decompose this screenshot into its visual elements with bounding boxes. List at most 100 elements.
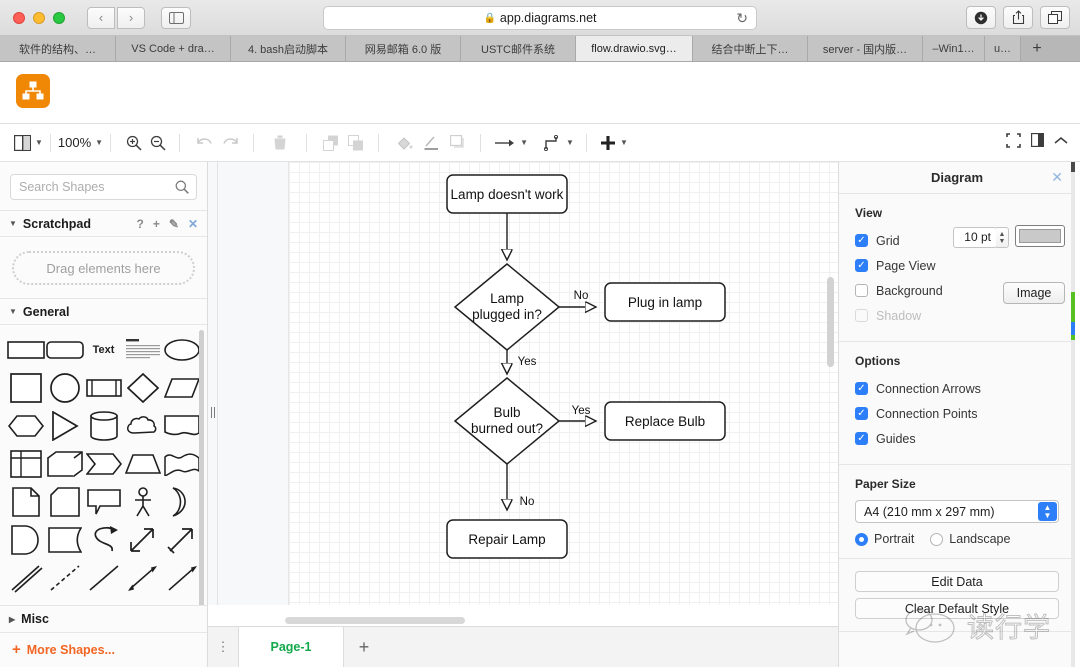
collapse-chevron-icon[interactable] (1054, 134, 1068, 152)
minimize-window-button[interactable] (33, 11, 45, 24)
zoom-in-icon[interactable] (126, 135, 142, 151)
scratchpad-dropzone[interactable]: Drag elements here (12, 251, 195, 285)
canvas-vertical-scrollbar[interactable] (827, 277, 834, 367)
tab-overview-icon[interactable] (1040, 6, 1070, 29)
heading-text-shape[interactable] (123, 334, 162, 366)
connection-arrow-icon[interactable]: ▼ (494, 137, 528, 149)
line-shape[interactable] (84, 562, 123, 594)
triangle-shape[interactable] (45, 410, 84, 442)
document-shape[interactable] (162, 410, 201, 442)
browser-tab-6[interactable]: 结合中断上下… (693, 36, 808, 61)
grid-size-input[interactable]: 10 pt (953, 227, 997, 248)
dashed-line-shape[interactable] (45, 562, 84, 594)
share-icon[interactable] (1003, 6, 1033, 29)
connection-arrows-checkbox[interactable]: ✓ (855, 382, 868, 395)
format-panel-icon[interactable] (1030, 132, 1045, 152)
guides-row[interactable]: ✓ Guides (855, 427, 1059, 450)
zoom-out-icon[interactable] (150, 135, 166, 151)
page-tab-page-1[interactable]: Page-1 (238, 627, 344, 667)
rectangle-shape[interactable] (6, 334, 45, 366)
directional-arrow-shape[interactable] (162, 524, 201, 556)
close-icon[interactable]: ✕ (187, 216, 198, 231)
portrait-radio[interactable] (855, 532, 868, 546)
page-view-checkbox[interactable]: ✓ (855, 259, 868, 272)
section-header-misc[interactable]: ▶ Misc (0, 605, 207, 633)
reload-icon[interactable]: ↻ (736, 10, 748, 26)
more-shapes-button[interactable]: + More Shapes... (0, 633, 207, 666)
page-menu-icon[interactable]: ⋮ (216, 639, 230, 654)
browser-tab-0[interactable]: 软件的结构、… (0, 36, 116, 61)
add-page-icon[interactable]: + (358, 636, 370, 657)
edit-data-button[interactable]: Edit Data (855, 571, 1059, 592)
fullscreen-icon[interactable] (1006, 132, 1021, 153)
clear-default-style-button[interactable]: Clear Default Style (855, 598, 1059, 619)
insert-plus-icon[interactable]: ▼ (600, 135, 628, 151)
actor-shape[interactable] (123, 486, 162, 518)
close-window-button[interactable] (13, 11, 25, 24)
background-checkbox[interactable] (855, 284, 868, 297)
forward-chevron-icon[interactable]: › (117, 6, 145, 29)
step-shape[interactable] (84, 448, 123, 480)
hexagon-shape[interactable] (6, 410, 45, 442)
format-panel-scroll-edge[interactable] (1071, 162, 1075, 667)
section-header-general[interactable]: ▼ General (0, 298, 207, 325)
section-header-scratchpad[interactable]: ▼ Scratchpad ? + ✎ ✕ (0, 210, 207, 237)
cylinder-shape[interactable] (84, 410, 123, 442)
sidebar-toggle-icon[interactable] (161, 6, 191, 29)
panel-splitter[interactable] (208, 162, 218, 605)
address-bar[interactable]: 🔒 app.diagrams.net ↻ (323, 6, 757, 30)
download-icon[interactable] (966, 6, 996, 29)
landscape-radio[interactable] (930, 532, 944, 546)
ellipse-shape[interactable] (162, 334, 201, 366)
browser-tab-3[interactable]: 网易邮箱 6.0 版 (346, 36, 461, 61)
directional-connector-shape[interactable] (162, 562, 201, 594)
callout-shape[interactable] (84, 486, 123, 518)
process-shape[interactable] (84, 372, 123, 404)
data-storage-shape[interactable] (6, 524, 45, 556)
maximize-window-button[interactable] (53, 11, 65, 24)
trapezoid-shape[interactable] (123, 448, 162, 480)
background-row[interactable]: Background (855, 279, 1059, 302)
browser-tab-9[interactable]: u… (985, 36, 1021, 61)
paper-size-select[interactable]: A4 (210 mm x 297 mm) ▲▼ (855, 500, 1059, 523)
curve-arrow-shape[interactable] (84, 524, 123, 556)
search-input[interactable] (11, 175, 196, 199)
back-chevron-icon[interactable]: ‹ (87, 6, 115, 29)
shapes-panel-scrollbar[interactable] (199, 330, 204, 605)
browser-tab-2[interactable]: 4. bash启动脚本 (231, 36, 346, 61)
parallelogram-shape[interactable] (162, 372, 201, 404)
table-shape[interactable] (6, 448, 45, 480)
grid-checkbox[interactable]: ✓ (855, 234, 868, 247)
page-view-row[interactable]: ✓ Page View (855, 254, 1059, 277)
grid-color-swatch[interactable] (1015, 225, 1065, 247)
cube-shape[interactable] (45, 448, 84, 480)
rounded-rectangle-shape[interactable] (45, 334, 84, 366)
note-shape[interactable] (6, 486, 45, 518)
double-line-shape[interactable] (6, 562, 45, 594)
zoom-selector[interactable]: 100% ▼ (58, 135, 103, 150)
view-layout-icon[interactable]: ▼ (14, 134, 43, 151)
browser-tab-5[interactable]: flow.drawio.svg… (576, 36, 693, 61)
pencil-icon[interactable]: ✎ (168, 216, 179, 231)
guides-checkbox[interactable]: ✓ (855, 432, 868, 445)
browser-tab-1[interactable]: VS Code + dra… (116, 36, 231, 61)
grid-size-stepper[interactable]: ▲▼ (996, 227, 1009, 248)
new-tab-button[interactable]: + (1021, 36, 1053, 61)
plus-icon[interactable]: + (152, 216, 160, 231)
grid-row[interactable]: ✓ Grid (855, 229, 1059, 252)
search-shapes-box[interactable] (10, 174, 197, 200)
text-shape[interactable]: Text (92, 344, 115, 356)
connection-points-checkbox[interactable]: ✓ (855, 407, 868, 420)
cloud-shape[interactable] (123, 410, 162, 442)
bidirectional-connector-shape[interactable] (123, 562, 162, 594)
canvas-horizontal-scrollbar[interactable] (285, 617, 465, 624)
bidirectional-arrow-shape[interactable] (123, 524, 162, 556)
help-icon[interactable]: ? (136, 216, 144, 231)
card-shape[interactable] (45, 486, 84, 518)
background-image-button[interactable]: Image (1003, 282, 1065, 304)
browser-tab-4[interactable]: USTC邮件系统 (461, 36, 576, 61)
diamond-shape[interactable] (123, 372, 162, 404)
browser-tab-7[interactable]: server - 国内版… (808, 36, 923, 61)
tape-shape[interactable] (162, 448, 201, 480)
connection-points-row[interactable]: ✓ Connection Points (855, 402, 1059, 425)
